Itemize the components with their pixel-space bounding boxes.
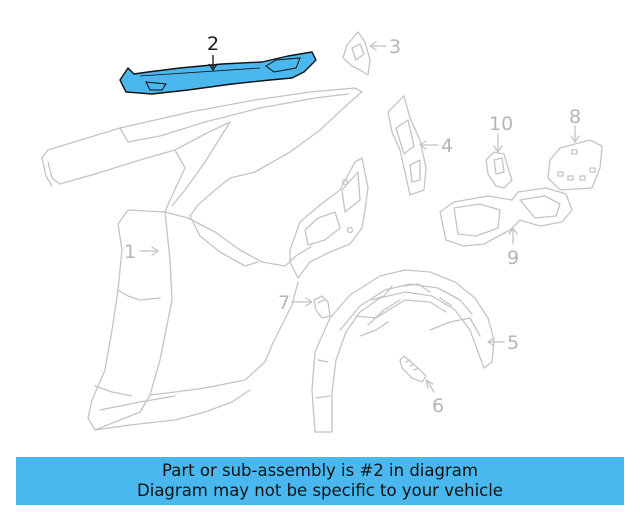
label-part-9: 9 (507, 247, 519, 269)
label-part-5: 5 (507, 332, 519, 354)
label-part-3: 3 (389, 36, 401, 58)
leader-lines (139, 41, 580, 393)
info-banner: Part or sub-assembly is #2 in diagram Di… (16, 457, 624, 505)
label-part-1: 1 (124, 241, 136, 263)
label-part-4: 4 (441, 135, 453, 157)
label-part-2: 2 (207, 33, 219, 55)
part-4-bracket (387, 95, 427, 196)
label-part-10: 10 (489, 113, 513, 135)
part-6-bolt (399, 355, 427, 383)
label-part-7: 7 (278, 292, 290, 314)
inner-panel (289, 157, 369, 279)
part-5-wheel-liner (311, 269, 495, 433)
banner-line-part-number: Part or sub-assembly is #2 in diagram (162, 461, 478, 480)
banner-line-disclaimer: Diagram may not be specific to your vehi… (137, 481, 503, 500)
label-part-8: 8 (569, 106, 581, 128)
part-8-cover (547, 139, 603, 191)
part-9-filler-housing (439, 187, 573, 247)
parts-diagram: 2 1 3 4 5 6 7 8 9 10 (41, 31, 603, 433)
part-1-quarter-panel (41, 87, 363, 431)
part-3-bracket (342, 31, 371, 76)
label-part-6: 6 (432, 395, 444, 417)
part-2-highlighted[interactable] (119, 51, 317, 95)
part-7-bolt (313, 295, 331, 319)
part-10-clip (485, 151, 513, 189)
